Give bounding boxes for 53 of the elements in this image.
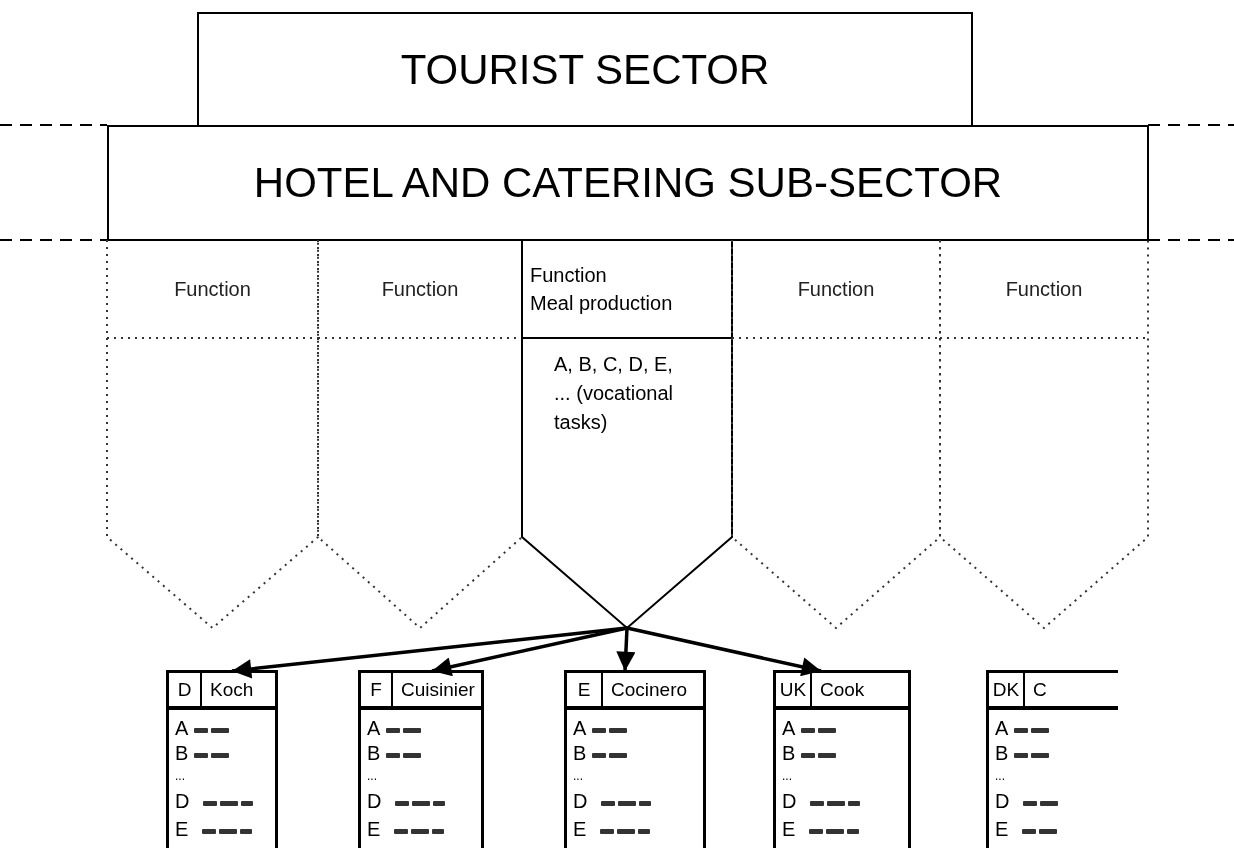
country-code: UK — [776, 673, 812, 706]
task-letter: B — [995, 742, 1009, 765]
arrow — [431, 626, 628, 677]
task-letter: D — [367, 790, 382, 813]
function-label: Function — [380, 276, 460, 302]
task-letter: B — [367, 742, 381, 765]
arrow — [231, 626, 628, 679]
country-code: F — [361, 673, 393, 706]
ellipsis-text: ... — [995, 769, 1005, 783]
ellipsis-text: ... — [573, 769, 583, 783]
task-list-text: A, B, C, D, E, ... (vocational tasks) — [554, 352, 674, 435]
occupation-title: Cocinero — [610, 677, 688, 702]
occupation-card — [358, 670, 484, 848]
task-letter: E — [995, 818, 1009, 841]
function-label: Meal production — [530, 291, 673, 316]
task-letter: B — [782, 742, 796, 765]
sub-sector-band: HOTEL AND CATERING SUB-SECTOR — [107, 125, 1149, 241]
occupation-title: C — [1032, 677, 1047, 702]
ellipsis-text: ... — [782, 769, 792, 783]
task-letter: D — [175, 790, 190, 813]
country-code: D — [169, 673, 202, 706]
function-label: Function — [173, 276, 252, 302]
task-letter: E — [175, 818, 189, 841]
task-letter: E — [573, 818, 587, 841]
task-letter: D — [782, 790, 797, 813]
function-label: Function — [530, 263, 607, 288]
task-letter: D — [573, 790, 588, 813]
ellipsis-text: ... — [367, 769, 377, 783]
sector-box: TOURIST SECTOR — [197, 12, 973, 127]
task-letter: A — [573, 717, 587, 740]
occupation-card — [773, 670, 911, 848]
task-letter: A — [995, 717, 1009, 740]
occupation-title: Cuisinier — [400, 677, 475, 702]
task-letter: A — [175, 717, 189, 740]
arrow — [616, 627, 636, 672]
occupation-title: Koch — [209, 677, 254, 702]
task-letter: B — [175, 742, 189, 765]
occupation-card — [166, 670, 278, 848]
arrow — [626, 626, 822, 677]
occupation-card — [986, 670, 1118, 848]
function-label: Function — [796, 276, 876, 302]
task-letter: A — [367, 717, 381, 740]
occupation-title: Cook — [819, 677, 865, 702]
occupation-card — [564, 670, 706, 848]
ellipsis-text: ... — [175, 769, 185, 783]
task-letter: E — [782, 818, 796, 841]
task-letter: E — [367, 818, 381, 841]
country-code: DK — [989, 673, 1025, 706]
task-letter: A — [782, 717, 796, 740]
function-label: Function — [1004, 276, 1084, 302]
country-code: E — [567, 673, 603, 706]
task-letter: D — [995, 790, 1010, 813]
task-letter: B — [573, 742, 587, 765]
